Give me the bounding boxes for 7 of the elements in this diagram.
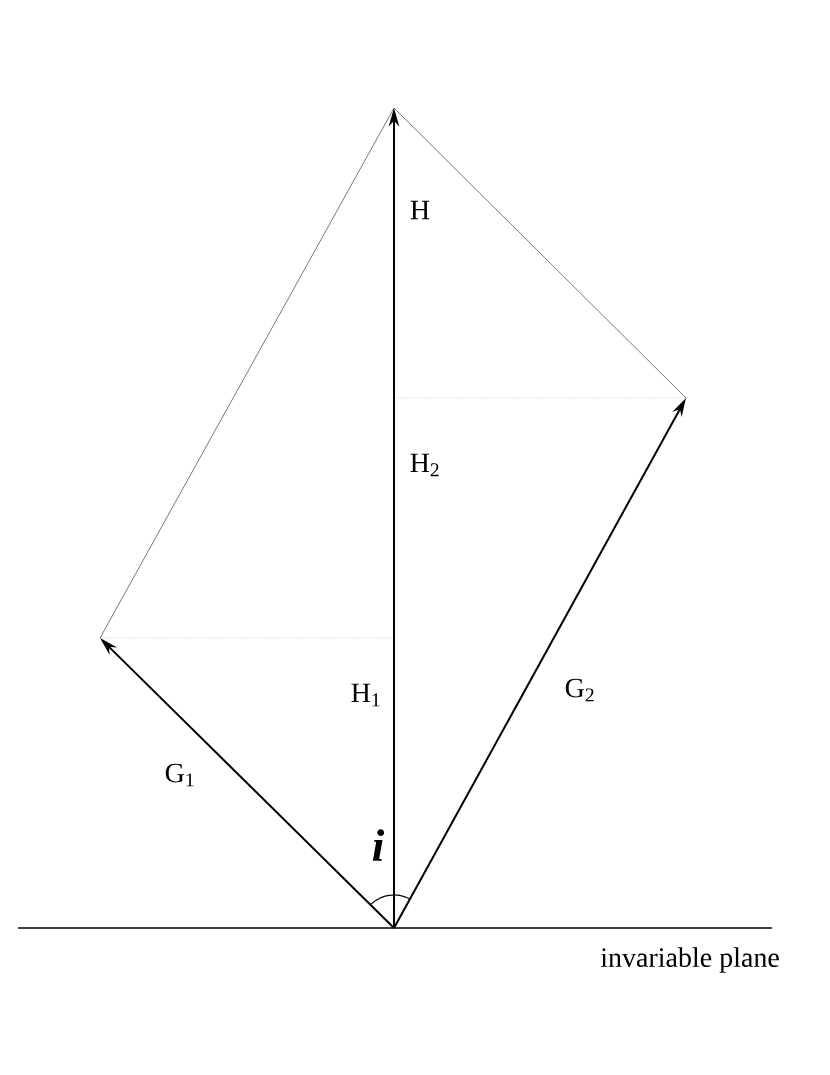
vector-label: G$_{1}$ — [165, 763, 194, 787]
angle-label: i — [372, 829, 385, 861]
plane-label: invariable plane — [600, 947, 779, 973]
vector-label: H — [410, 200, 430, 220]
component-label: H$_{1}$ — [351, 683, 380, 707]
vector-label: G$_{2}$ — [565, 678, 594, 702]
component-label: H$_{2}$ — [410, 453, 439, 477]
